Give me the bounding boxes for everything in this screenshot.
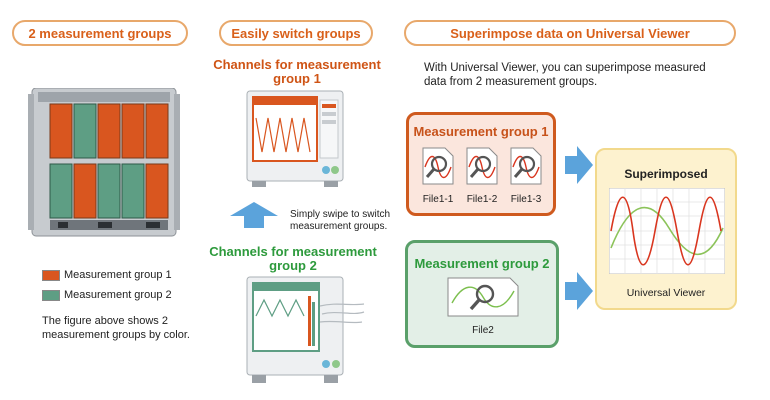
swipe-arrow-shape	[230, 202, 278, 228]
module-group2	[73, 103, 97, 159]
screen-header-bar	[253, 97, 317, 105]
screen-indicator	[322, 104, 336, 108]
module-group1	[97, 103, 121, 159]
magnifier-lens	[430, 155, 448, 173]
recorder-screen-group1	[246, 90, 344, 187]
module-group1	[145, 103, 169, 159]
superimposed-chart	[609, 188, 725, 274]
series-group2-line	[610, 206, 724, 256]
measurement-group2-title: Measurement group 2	[414, 256, 550, 271]
screen-foot	[252, 375, 266, 383]
header-switch-groups-label: Easily switch groups	[231, 25, 361, 41]
series-group1-line	[610, 196, 722, 266]
measurement-group2-box: Measurement group 2 File2	[405, 240, 559, 348]
module-group1	[49, 103, 73, 159]
swipe-note: Simply swipe to switch measurement group…	[290, 209, 391, 232]
screen-button	[332, 360, 340, 368]
screen-header-bar	[253, 283, 319, 291]
legend-group1: Measurement group 1	[42, 269, 172, 281]
right-arrow-icon	[565, 146, 593, 184]
header-measurement-groups: 2 measurement groups	[12, 20, 188, 46]
right-arrow-icon	[565, 272, 593, 310]
file-1-2-icon	[466, 147, 498, 185]
device-top-strip	[38, 92, 170, 102]
screen-trace	[255, 298, 305, 318]
screen-foot	[324, 375, 338, 383]
connector-port	[58, 222, 68, 228]
channels-group1-title: Channels for measurement group 1	[213, 57, 381, 86]
module-group1	[73, 163, 97, 219]
screen-button	[322, 166, 330, 174]
superimposed-panel: Superimposed Universal Viewer	[595, 148, 737, 310]
magnifier-lens	[475, 284, 495, 304]
legend-swatch-group1	[42, 269, 60, 281]
magnifier-handle	[425, 168, 436, 178]
legend-group2: Measurement group 2	[42, 289, 172, 301]
magnifier-handle	[469, 168, 480, 178]
magnifier-lens	[518, 155, 536, 173]
file-1-1-label: File1-1	[422, 194, 454, 205]
legend-swatch-group2	[42, 289, 60, 301]
file-2-icon	[447, 277, 519, 317]
universal-viewer-label: Universal Viewer	[626, 287, 706, 299]
connector-port	[146, 222, 160, 228]
legend-label-group1: Measurement group 1	[64, 269, 172, 281]
figure-note: The figure above shows 2 measurement gro…	[42, 315, 190, 341]
device-left-rail	[28, 94, 34, 230]
file-wave	[468, 155, 496, 179]
file-2-label: File2	[472, 325, 494, 336]
file-1-3-label: File1-3	[510, 194, 542, 205]
module-group2	[49, 163, 73, 219]
file-wave	[512, 155, 540, 179]
file-1-3-icon	[510, 147, 542, 185]
module-group1	[145, 163, 169, 219]
file-wave	[424, 155, 452, 179]
module-group2	[121, 163, 145, 219]
file-1-1-icon	[422, 147, 454, 185]
screen-button	[331, 166, 339, 174]
header-switch-groups: Easily switch groups	[219, 20, 373, 46]
viewer-description: With Universal Viewer, you can superimpo…	[424, 62, 706, 88]
arrow-shape	[565, 272, 593, 310]
screen-bar	[312, 302, 315, 346]
legend-label-group2: Measurement group 2	[64, 289, 172, 301]
swipe-motion-lines	[319, 303, 365, 324]
arrow-shape	[565, 146, 593, 184]
recorder-device-illustration	[28, 88, 180, 237]
superimposed-title: Superimposed	[624, 167, 708, 181]
header-superimpose: Superimpose data on Universal Viewer	[404, 20, 736, 46]
measurement-group1-title: Measurement group 1	[413, 124, 549, 139]
magnifier-lens	[474, 155, 492, 173]
swipe-up-arrow-icon	[230, 202, 278, 228]
measurement-group1-box: Measurement group 1 File1-1 File1-2 File…	[406, 112, 556, 216]
screen-bar	[308, 296, 311, 346]
magnifier-handle	[469, 298, 481, 311]
screen-foot	[324, 181, 338, 187]
recorder-screen-group2	[246, 276, 365, 383]
screen-indicator	[322, 120, 336, 124]
screen-indicator	[322, 112, 336, 116]
module-group1	[121, 103, 145, 159]
screen-button	[322, 360, 330, 368]
module-group2	[97, 163, 121, 219]
screen-foot	[252, 181, 266, 187]
file-wave	[451, 286, 515, 308]
screen-trace	[255, 117, 311, 153]
connector-port	[98, 222, 112, 228]
header-superimpose-label: Superimpose data on Universal Viewer	[450, 25, 690, 41]
channels-group2-title: Channels for measurement group 2	[209, 244, 377, 273]
screen-side-panel	[319, 99, 339, 159]
header-measurement-groups-label: 2 measurement groups	[28, 25, 172, 41]
magnifier-handle	[513, 168, 524, 178]
file-1-2-label: File1-2	[466, 194, 498, 205]
device-right-rail	[174, 94, 180, 230]
